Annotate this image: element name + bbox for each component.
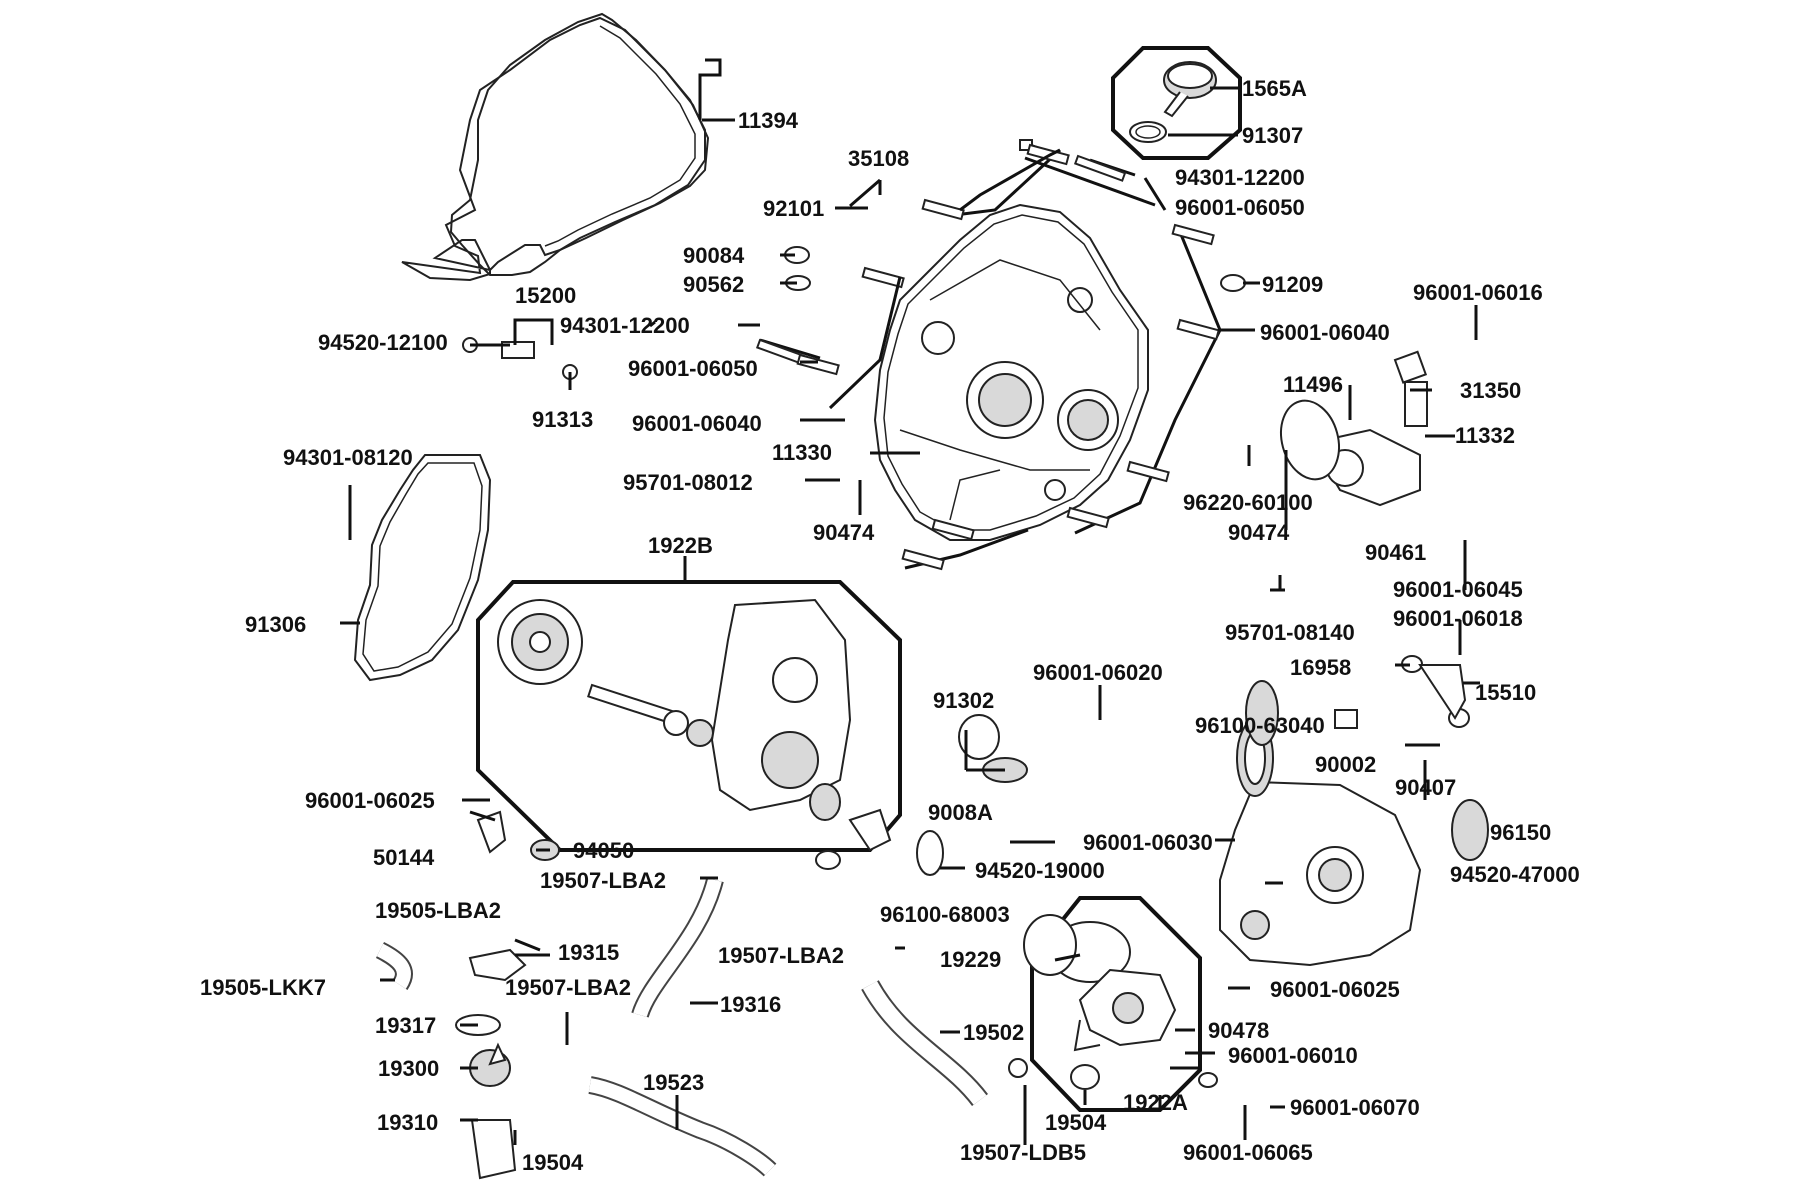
label-90562: 90562	[683, 272, 744, 297]
label-96001-06050-a: 96001-06050	[1175, 195, 1305, 220]
label-19507-LDB5: 19507-LDB5	[960, 1140, 1086, 1165]
label-94301-12200-a: 94301-12200	[1175, 165, 1305, 190]
label-96001-06016: 96001-06016	[1413, 280, 1543, 305]
label-91306: 91306	[245, 612, 306, 637]
label-96001-06025-a: 96001-06025	[305, 788, 435, 813]
label-50144: 50144	[373, 845, 435, 870]
label-90461: 90461	[1365, 540, 1426, 565]
label-96001-06045: 96001-06045	[1393, 577, 1523, 602]
label-19229: 19229	[940, 947, 1001, 972]
label-94520-12100: 94520-12100	[318, 330, 448, 355]
label-19504-a: 19504	[1045, 1110, 1107, 1135]
label-96001-06070: 96001-06070	[1290, 1095, 1420, 1120]
gasket-91306	[353, 454, 492, 682]
label-91209: 91209	[1262, 272, 1323, 297]
label-90002: 90002	[1315, 752, 1376, 777]
label-90478: 90478	[1208, 1018, 1269, 1043]
part-labels: 1565A 91307 11394 35108 92101 94301-1220…	[200, 76, 1580, 1175]
label-96001-06020: 96001-06020	[1033, 660, 1163, 685]
label-11394: 11394	[738, 108, 799, 133]
label-19502: 19502	[963, 1020, 1024, 1045]
label-19507-LBA2-a: 19507-LBA2	[540, 868, 666, 893]
label-19507-LBA2-b: 19507-LBA2	[718, 943, 844, 968]
oil-cap-group	[1111, 46, 1242, 160]
label-1922A: 1922A	[1123, 1090, 1188, 1115]
label-96100-63040: 96100-63040	[1195, 713, 1325, 738]
label-90407: 90407	[1395, 775, 1456, 800]
label-96001-06010: 96001-06010	[1228, 1043, 1358, 1068]
label-19315: 19315	[558, 940, 619, 965]
label-31350: 31350	[1460, 378, 1521, 403]
label-92101: 92101	[763, 196, 824, 221]
label-96001-06030: 96001-06030	[1083, 830, 1213, 855]
label-19505-LBA2: 19505-LBA2	[375, 898, 501, 923]
label-15510: 15510	[1475, 680, 1536, 705]
crankcase-cover-11330	[873, 203, 1149, 541]
label-19310: 19310	[377, 1110, 438, 1135]
label-11496: 11496	[1283, 372, 1343, 397]
label-96001-06040-b: 96001-06040	[632, 411, 762, 436]
label-90084: 90084	[683, 243, 745, 268]
label-91307: 91307	[1242, 123, 1303, 148]
label-90474-a: 90474	[1228, 520, 1290, 545]
label-95701-08140: 95701-08140	[1225, 620, 1355, 645]
label-19316: 19316	[720, 992, 781, 1017]
label-91313: 91313	[532, 407, 593, 432]
label-19505-LKK7: 19505-LKK7	[200, 975, 326, 1000]
label-96001-06040-a: 96001-06040	[1260, 320, 1390, 345]
label-19300: 19300	[378, 1056, 439, 1081]
label-95701-08012: 95701-08012	[623, 470, 753, 495]
label-19317: 19317	[375, 1013, 436, 1038]
right-cover	[1219, 719, 1489, 967]
bolt-chains	[796, 143, 1222, 571]
label-35108: 35108	[848, 146, 909, 171]
leader-lines	[340, 58, 1480, 1145]
box-1922b	[476, 580, 902, 852]
gasket-11394-outline	[449, 12, 710, 276]
label-1565A: 1565A	[1242, 76, 1307, 101]
small-parts	[462, 246, 1470, 1090]
label-96100-68003: 96100-68003	[880, 902, 1010, 927]
hoses	[375, 877, 988, 1180]
gasket-11394	[401, 16, 706, 282]
label-96001-06065: 96001-06065	[1183, 1140, 1313, 1165]
cover-bolts	[649, 139, 1167, 369]
label-9008A: 9008A	[928, 800, 993, 825]
label-16958: 16958	[1290, 655, 1351, 680]
label-91302: 91302	[933, 688, 994, 713]
label-19504-b: 19504	[522, 1150, 584, 1175]
label-96001-06050-b: 96001-06050	[628, 356, 758, 381]
label-1922B: 1922B	[648, 533, 713, 558]
label-94301-08120: 94301-08120	[283, 445, 413, 470]
label-11330: 11330	[772, 440, 832, 465]
label-19523: 19523	[643, 1070, 704, 1095]
label-96220-60100: 96220-60100	[1183, 490, 1313, 515]
label-11332: 11332	[1455, 423, 1515, 448]
label-94301-12200-b: 94301-12200	[560, 313, 690, 338]
label-90474-b: 90474	[813, 520, 875, 545]
label-96001-06018: 96001-06018	[1393, 606, 1523, 631]
label-96001-06025-b: 96001-06025	[1270, 977, 1400, 1002]
label-94050: 94050	[573, 838, 634, 863]
label-19507-LBA2-c: 19507-LBA2	[505, 975, 631, 1000]
label-94520-47000: 94520-47000	[1450, 862, 1580, 887]
label-96150: 96150	[1490, 820, 1551, 845]
label-94520-19000: 94520-19000	[975, 858, 1105, 883]
label-15200: 15200	[515, 283, 576, 308]
